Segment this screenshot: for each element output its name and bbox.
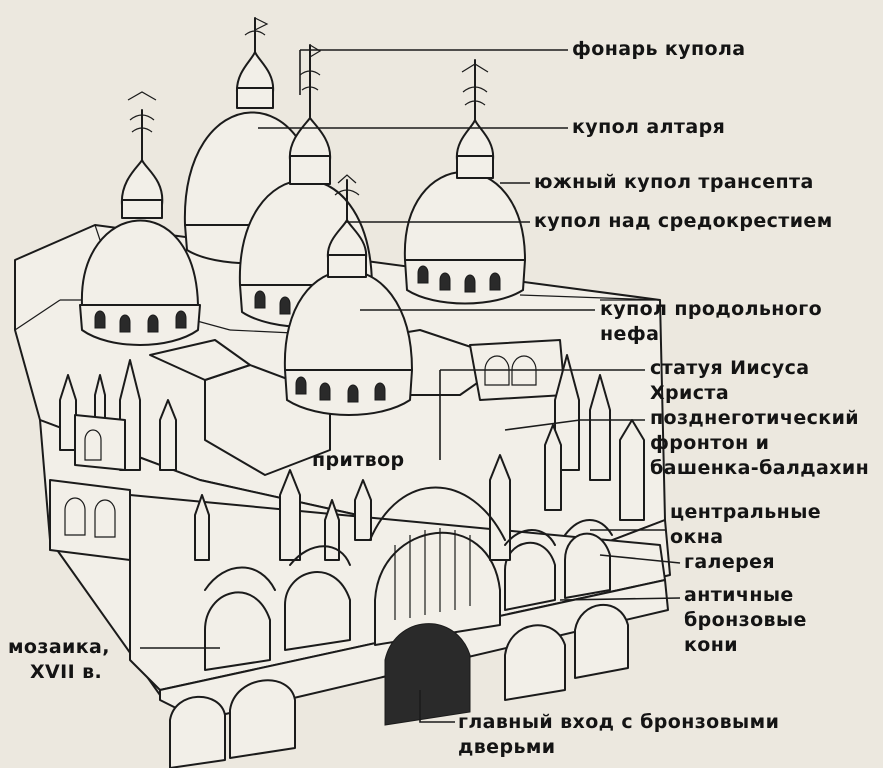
label-mosaic-line1: мозаика, (8, 636, 110, 658)
label-gallery: галерея (684, 551, 776, 573)
label-christ-statue-line1: статуя Иисуса (650, 357, 810, 379)
label-entrance-line1: главный вход с бронзовыми (458, 711, 780, 733)
label-gothic-line2: фронтон и (650, 432, 770, 454)
label-horses-line2: бронзовые (684, 609, 807, 631)
label-gothic-line1: позднеготический (650, 407, 859, 429)
label-south-transept-dome: южный купол трансепта (534, 171, 814, 193)
label-crossing-dome: купол над средокрестием (534, 210, 833, 232)
dome-south-transept (403, 59, 526, 305)
label-gothic-line3: башенка-балдахин (650, 457, 870, 479)
label-altar-dome: купол алтаря (572, 116, 726, 138)
dome-left (79, 91, 201, 346)
label-windows-line1: центральные (670, 501, 822, 523)
label-nave-dome-line1: купол продольного (600, 298, 823, 320)
label-mosaic-line2: XVII в. (30, 661, 103, 683)
leader-lines (140, 49, 681, 723)
label-entrance-line2: дверьми (458, 736, 556, 758)
label-windows-line2: окна (670, 526, 724, 548)
label-horses-line3: кони (684, 634, 738, 656)
label-nave-dome-line2: нефа (600, 323, 660, 345)
dome-nave (283, 174, 413, 416)
label-christ-statue-line2: Христа (650, 382, 730, 404)
label-lantern: фонарь купола (572, 38, 746, 60)
facade (49, 354, 669, 768)
label-horses-line1: античные (684, 584, 794, 606)
label-narthex: притвор (312, 449, 405, 471)
